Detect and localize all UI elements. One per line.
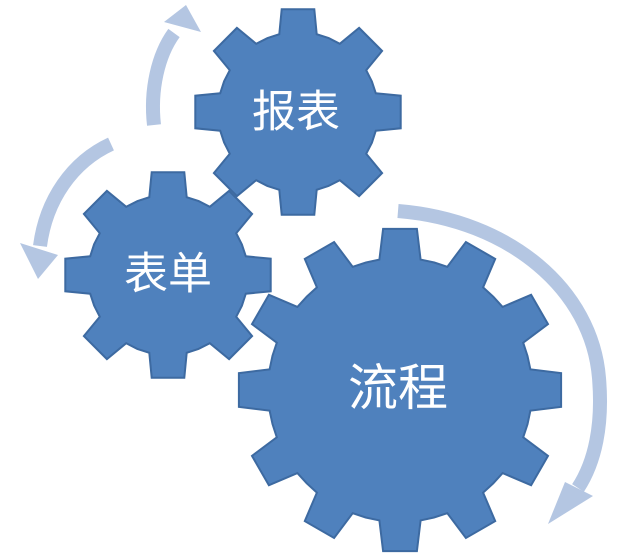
gear-form: 表单 <box>64 171 272 379</box>
curved-arrow-down-icon <box>33 137 115 248</box>
gear-icon <box>64 171 272 379</box>
curved-arrow-down-icon <box>397 204 608 492</box>
gear-icon <box>237 227 563 553</box>
gear-icon <box>194 8 402 216</box>
arrow-right <box>397 204 608 524</box>
gear-report: 报表 <box>194 8 402 216</box>
gear-label-report: 报表 <box>252 87 340 138</box>
arrow-top-left <box>146 5 201 126</box>
arrow-head <box>548 482 593 524</box>
curved-arrow-up-icon <box>146 28 180 126</box>
gear-label-form: 表单 <box>124 249 212 300</box>
gear-label-process: 流程 <box>348 359 448 417</box>
arrow-left <box>20 137 115 279</box>
gear-process: 流程 <box>237 227 563 553</box>
arrow-head <box>164 5 201 32</box>
arrow-head <box>20 243 58 279</box>
